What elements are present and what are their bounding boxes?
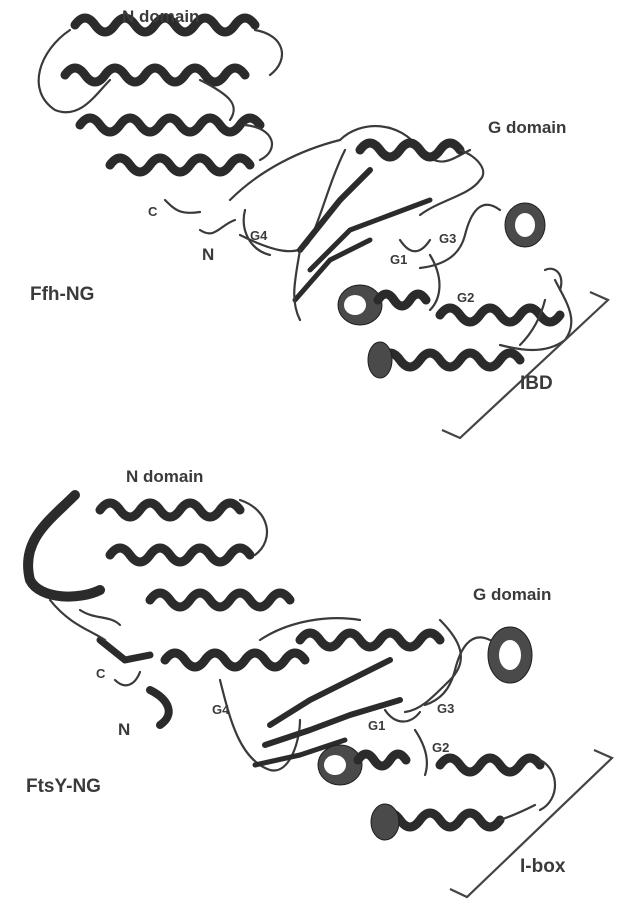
- ffh-n-domain-ribbon: [39, 18, 282, 233]
- ffh-g2-label: G2: [457, 290, 474, 305]
- ffh-n-terminus-label: N: [202, 245, 214, 264]
- ffh-c-terminus-label: C: [148, 204, 158, 219]
- ftsy-g4-label: G4: [212, 702, 230, 717]
- ftsy-n-domain-ribbon: [28, 495, 290, 725]
- ftsy-ibox-label: I-box: [520, 856, 566, 877]
- ftsy-c-terminus-label: C: [96, 666, 106, 681]
- panel-ftsy-ng: N domain G domain C N G4 G1 G3 G2 I-box …: [26, 467, 612, 897]
- ftsy-g1-label: G1: [368, 718, 385, 733]
- panel-ffh-ng: N domain G domain C N G4 G1 G3 G2 IBD Ff…: [30, 7, 608, 438]
- ffh-ibd-label: IBD: [520, 373, 553, 394]
- ftsy-n-terminus-label: N: [118, 720, 130, 739]
- ffh-g4-label: G4: [250, 228, 268, 243]
- ftsy-ng-protein-label: FtsY-NG: [26, 776, 101, 797]
- ftsy-g-domain-ribbon: [165, 618, 555, 840]
- ffh-g1-label: G1: [390, 252, 407, 267]
- ftsy-g2-label: G2: [432, 740, 449, 755]
- ftsy-n-domain-label: N domain: [126, 467, 203, 486]
- ffh-ng-protein-label: Ffh-NG: [30, 284, 94, 305]
- ffh-g-domain-label: G domain: [488, 118, 566, 137]
- ftsy-g3-label: G3: [437, 701, 454, 716]
- ffh-n-domain-label: N domain: [122, 7, 199, 26]
- ffh-g3-label: G3: [439, 231, 456, 246]
- ftsy-g-domain-label: G domain: [473, 585, 551, 604]
